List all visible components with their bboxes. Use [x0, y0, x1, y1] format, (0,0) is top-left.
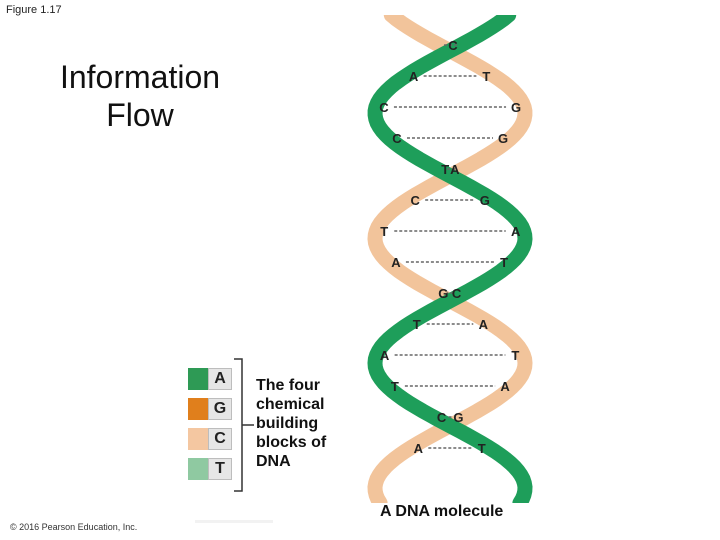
base-left: A — [391, 255, 401, 270]
base-right: C — [448, 38, 458, 53]
base-right: T — [478, 441, 486, 456]
base-left: T — [391, 379, 399, 394]
legend-bracket — [234, 358, 254, 492]
base-left: C — [437, 410, 447, 425]
diagram-caption: A DNA molecule — [380, 503, 504, 520]
base-left: C — [392, 131, 402, 146]
base-right: G — [498, 131, 508, 146]
base-right: G — [480, 193, 490, 208]
legend-swatch-c — [188, 428, 208, 450]
watermark-bar — [195, 520, 273, 523]
legend-description: The four chemical building blocks of DNA — [256, 377, 327, 470]
legend-swatch-g — [188, 398, 208, 420]
base-left: C — [410, 193, 420, 208]
legend-letter-c: C — [208, 428, 232, 450]
base-left: T — [380, 224, 388, 239]
base-right: T — [500, 255, 508, 270]
figure-label: Figure 1.17 — [6, 4, 62, 16]
base-right: A — [450, 162, 460, 177]
base-left: A — [380, 348, 390, 363]
nucleotide-legend: A G C T The four chemical building block… — [185, 354, 345, 494]
base-left: G — [438, 286, 448, 301]
base-pair: C — [442, 38, 458, 53]
page-title: Information Flow — [40, 58, 240, 134]
dark-strand — [367, 15, 533, 503]
copyright-notice: © 2016 Pearson Education, Inc. — [10, 522, 138, 532]
base-right: T — [511, 348, 519, 363]
title-line-2: Flow — [106, 97, 174, 133]
base-left: A — [414, 441, 424, 456]
base-right: A — [500, 379, 510, 394]
base-right: G — [453, 410, 463, 425]
base-right: A — [511, 224, 521, 239]
legend-swatch-t — [188, 458, 208, 480]
base-left: A — [409, 69, 419, 84]
title-line-1: Information — [59, 59, 221, 95]
legend-swatch-a — [188, 368, 208, 390]
legend-letter-t: T — [208, 458, 232, 480]
base-left: T — [441, 162, 449, 177]
legend-letter-a: A — [208, 368, 232, 390]
base-right: G — [511, 100, 521, 115]
base-right: T — [482, 69, 490, 84]
legend-letter-g: G — [208, 398, 232, 420]
base-right: A — [479, 317, 489, 332]
base-left: C — [379, 100, 389, 115]
base-right: C — [452, 286, 462, 301]
base-left: T — [413, 317, 421, 332]
